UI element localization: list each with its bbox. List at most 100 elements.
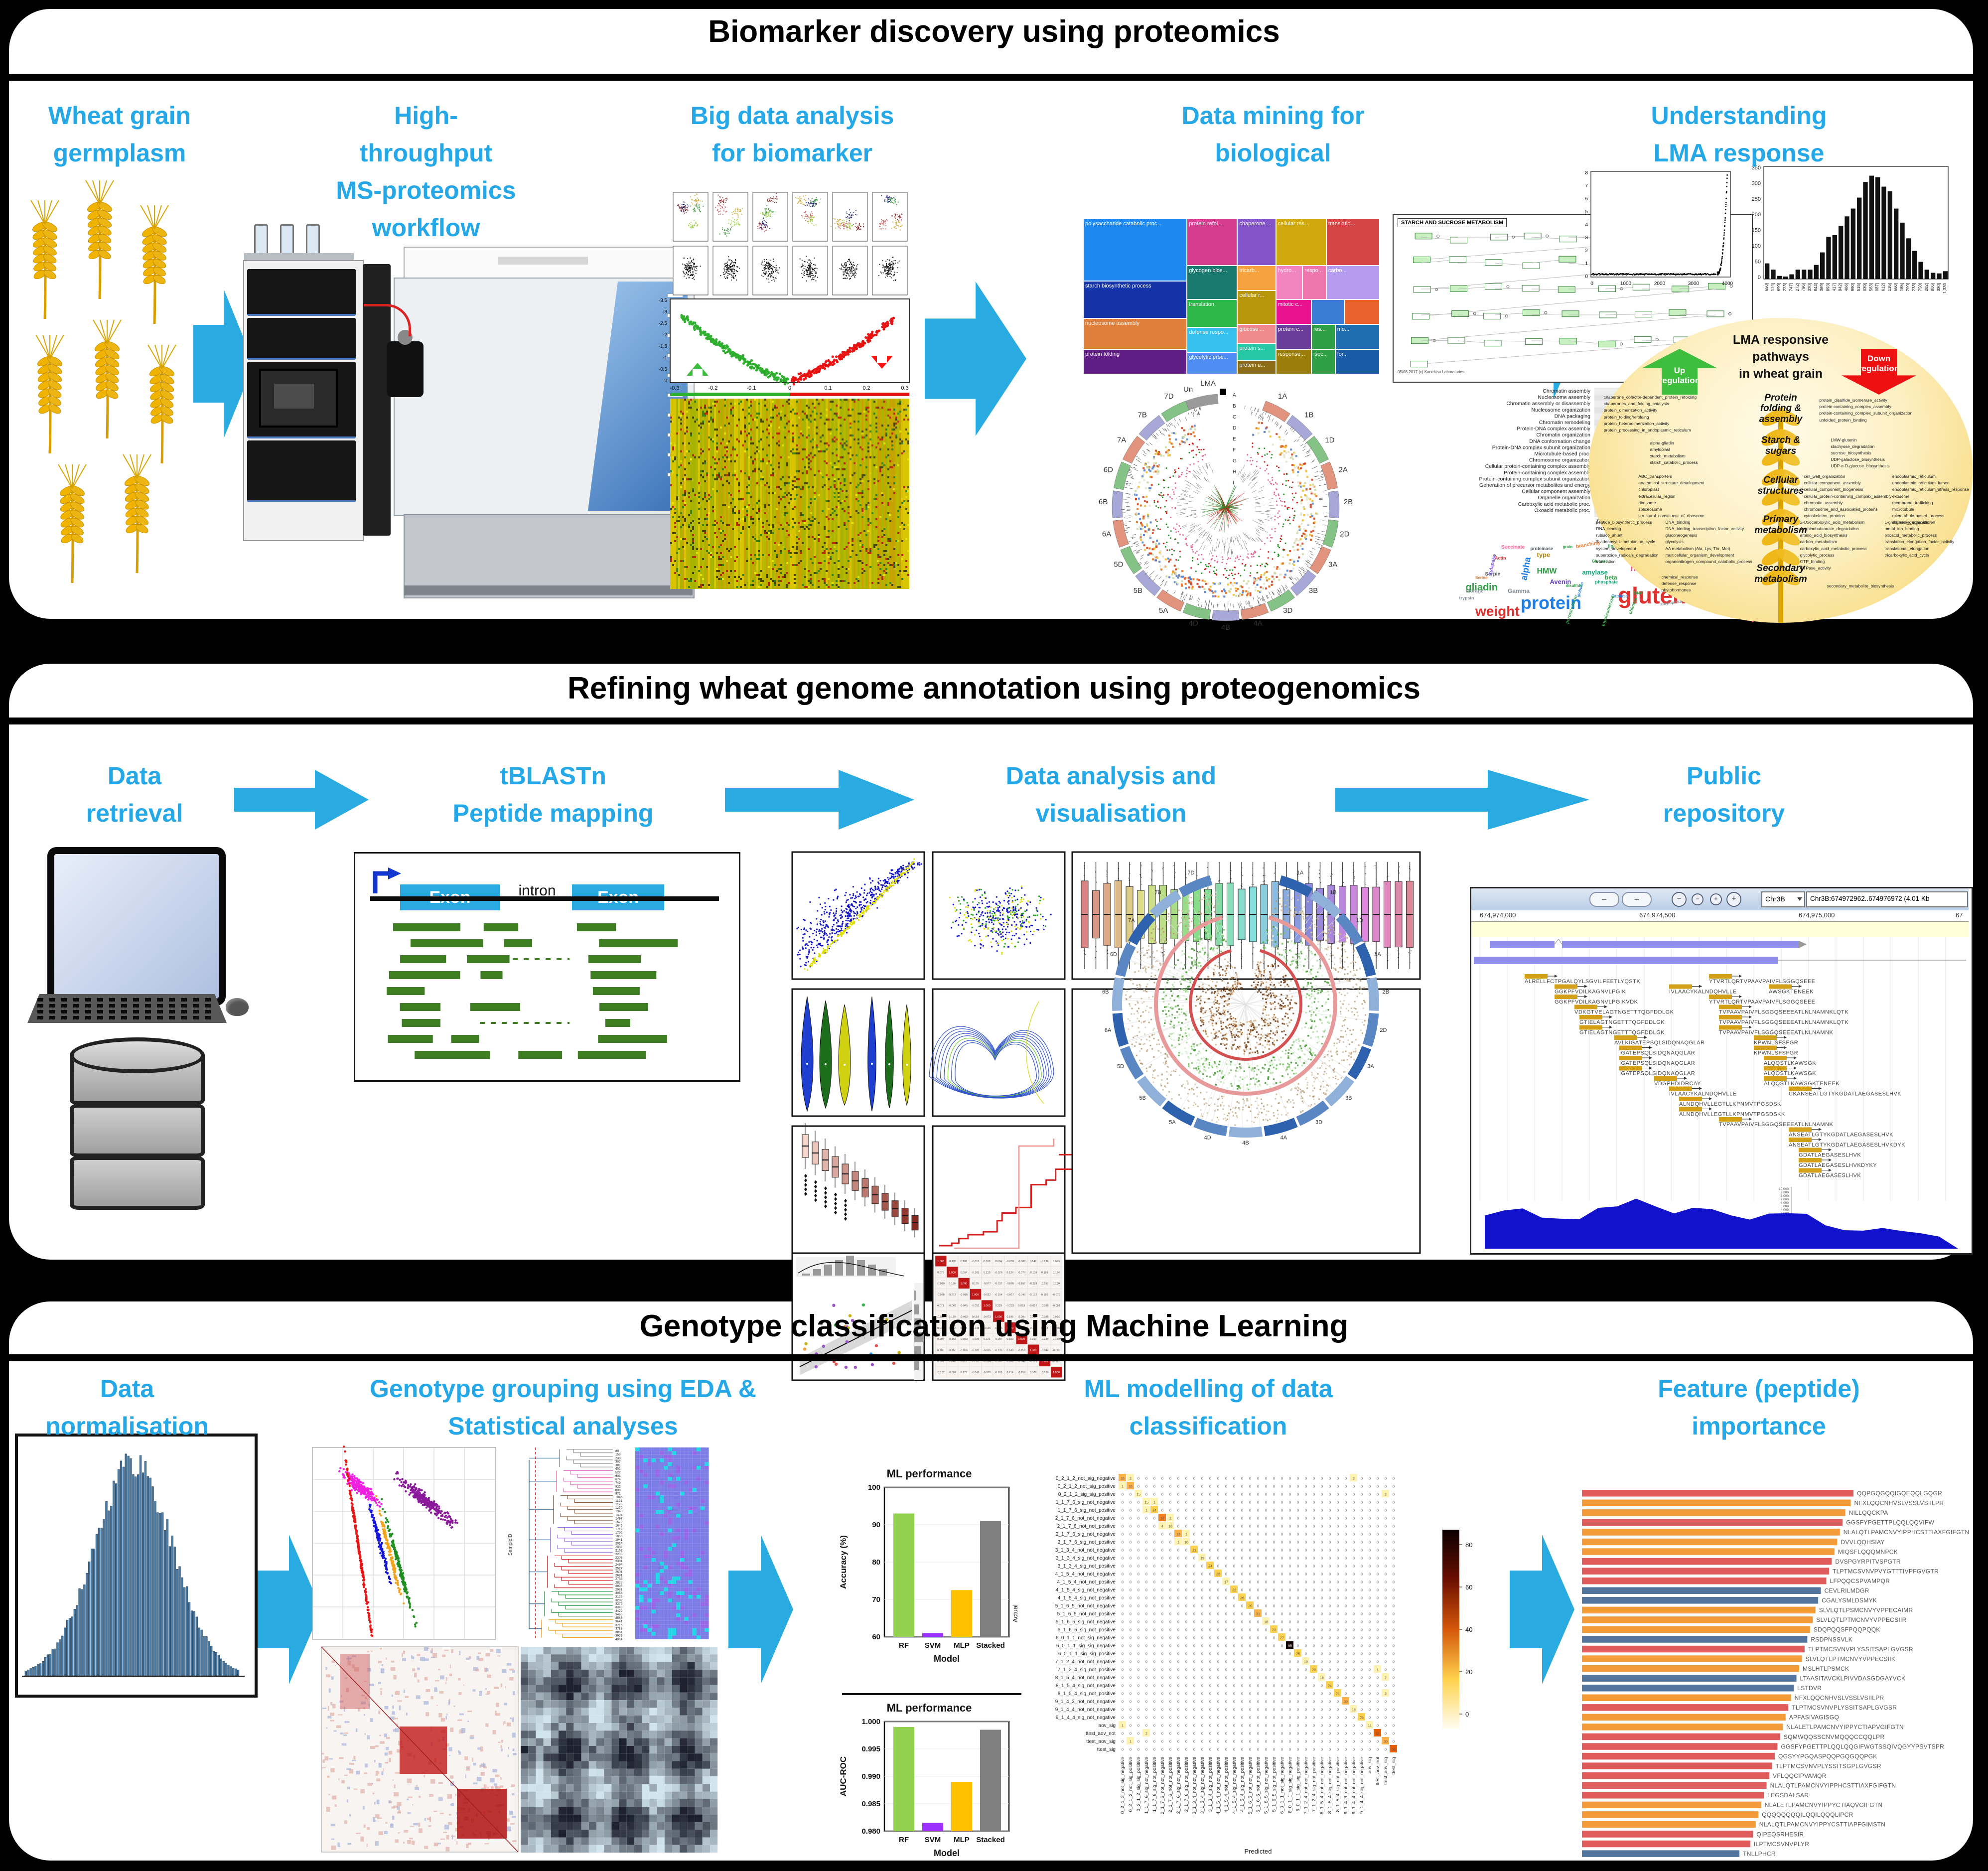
treemap-tile: chaperone ...	[1238, 219, 1275, 265]
feature-bar	[1582, 1850, 1739, 1857]
wheat-ear-icon	[123, 454, 151, 573]
wordcloud-term: grain	[1563, 545, 1573, 549]
svg-text:5B: 5B	[1134, 586, 1142, 595]
wheat-ear-icon	[141, 205, 168, 324]
svg-text:I: I	[1233, 480, 1234, 486]
treemap-tile: response...	[1277, 350, 1311, 374]
feature-bar	[1582, 1616, 1813, 1623]
peptide-marker	[1579, 1015, 1602, 1019]
key	[205, 998, 211, 1002]
key	[97, 1004, 103, 1007]
svg-text:7B: 7B	[1137, 411, 1146, 420]
treemap-tile: res...	[1312, 325, 1335, 349]
feature-bar	[1582, 1743, 1777, 1750]
peptide-marker	[1754, 1035, 1777, 1040]
treemap-tile: protein refol...	[1187, 219, 1237, 265]
treemap-tile: hydro...	[1277, 266, 1302, 299]
key	[169, 1016, 175, 1019]
key	[133, 1010, 139, 1013]
featimp-svg: QQPGQGQQIGQEQQLGQGRNFXLQQCNHVSLVSSLVSIIL…	[1579, 1490, 1973, 1861]
feature-bar	[1582, 1539, 1837, 1546]
feature-bar	[1582, 1811, 1758, 1818]
key	[157, 998, 163, 1002]
wordcloud-term: alpha	[1519, 557, 1533, 581]
treemap-tile: for...	[1336, 350, 1379, 374]
exon-intron-mapping-diagram: ExonintronExon	[354, 852, 740, 1082]
key	[181, 1010, 187, 1013]
pca-grid	[670, 190, 909, 296]
feature-bar	[1582, 1772, 1769, 1779]
key	[133, 1004, 139, 1007]
laptop-icon	[27, 845, 257, 1024]
lma-category: Starch & sugars	[1741, 435, 1821, 457]
key	[49, 1016, 55, 1019]
svg-text:1A: 1A	[1278, 392, 1287, 401]
peptide-marker	[1555, 995, 1577, 999]
key	[193, 1010, 199, 1013]
db-cylinder	[70, 1104, 205, 1157]
lma-category: Protein folding & assembly	[1741, 393, 1821, 426]
step-data-analysis: Data analysis and visualisation	[922, 757, 1300, 832]
peptide-marker	[1799, 1158, 1822, 1162]
wheat-ear-icon	[93, 320, 121, 438]
key	[205, 1010, 211, 1013]
feature-bar	[1582, 1646, 1805, 1653]
key	[49, 1010, 55, 1013]
step-big-data: Big data analysis for biomarker	[658, 97, 927, 172]
panel3-title: Genotype classification using Machine Le…	[0, 1308, 1988, 1344]
key	[73, 1010, 79, 1013]
step-genotype-grouping: Genotype grouping using EDA & Statistica…	[279, 1370, 847, 1445]
svg-text:-2.5: -2.5	[659, 321, 668, 326]
key	[37, 1016, 43, 1019]
wheat-ears-illustration	[15, 179, 214, 583]
svg-text:E: E	[1233, 436, 1236, 442]
treemap-tile: protein s...	[1238, 344, 1275, 360]
svg-text:-1.5: -1.5	[659, 344, 668, 349]
feature-bar	[1582, 1548, 1835, 1555]
bar-RF	[893, 1514, 914, 1637]
feature-bar	[1582, 1578, 1827, 1584]
feature-bar	[1582, 1762, 1772, 1769]
step-tblastn: tBLASTn Peptide mapping	[379, 757, 727, 832]
laptop-keyboard	[27, 994, 227, 1023]
feature-bar	[1582, 1665, 1799, 1672]
feature-bar	[1582, 1655, 1802, 1662]
svg-text:2D: 2D	[1340, 530, 1349, 539]
ion-source	[387, 341, 424, 397]
svg-text:4D: 4D	[1189, 619, 1198, 627]
treemap-tile: tricarb...	[1238, 266, 1275, 290]
svg-text:1D: 1D	[1325, 436, 1334, 444]
coverage-area	[1485, 1199, 1958, 1249]
step-lma-response: Understanding LMA response	[1599, 97, 1878, 172]
key	[169, 998, 175, 1002]
peptide-marker	[1764, 1066, 1787, 1071]
treemap-tile	[1312, 300, 1343, 324]
bar-RF	[893, 1727, 914, 1831]
peptide-marker	[1709, 974, 1732, 979]
bar-Stacked	[980, 1730, 1001, 1832]
peptide-marker	[1769, 985, 1792, 989]
svg-text:-0.2: -0.2	[709, 385, 718, 391]
key	[37, 1010, 43, 1013]
db-top-ellipse	[70, 1037, 205, 1073]
key	[133, 998, 139, 1002]
chart-divider	[842, 1693, 1021, 1695]
peptide-marker	[1719, 1025, 1742, 1030]
svg-text:C: C	[1233, 415, 1236, 420]
lma-legend-swatch	[1220, 389, 1226, 395]
svg-text:A: A	[1233, 393, 1236, 398]
svg-text:-3.5: -3.5	[659, 298, 668, 303]
bar-SVM	[922, 1633, 943, 1637]
peptide-marker	[1719, 1015, 1742, 1019]
